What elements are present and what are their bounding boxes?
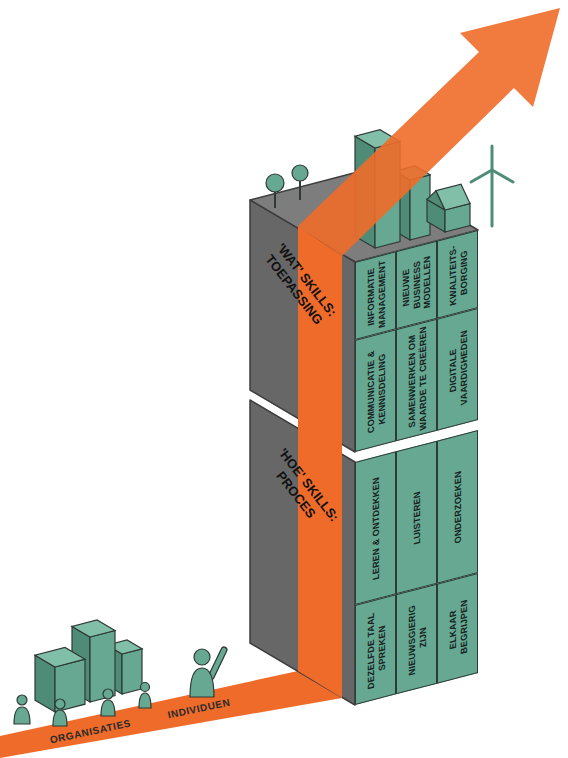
skill-text: DIGITALE VAARDIGHEDEN <box>447 315 468 424</box>
turbine-blade <box>471 170 492 182</box>
ground-label: INDIVIDUEN <box>167 696 232 720</box>
turbine-pole <box>491 170 494 226</box>
skill-text: NIEUWSGIERIG ZIJN <box>406 590 427 687</box>
tree-trunk <box>274 190 276 208</box>
block-heading: 'WAT' SKILLS: TOEPASSING <box>250 228 349 342</box>
skill-cell: LEREN & ONTDEKKEN <box>355 451 396 605</box>
block-face: INFORMATIE MANAGEMENT NIEUWE BUSINESS MOD… <box>355 230 478 452</box>
cell-text-block: DIGITALE VAARDIGHEDEN <box>447 315 468 424</box>
tree-trunk <box>299 181 301 200</box>
cell-text-block: ONDERZOEKEN <box>452 438 463 576</box>
org-building-front <box>122 649 142 694</box>
person-body <box>53 710 67 726</box>
turbine-blade <box>492 170 513 182</box>
skill-block: LEREN & ONTDEKKEN LUISTEREN ONDERZOEKEN DEZ… <box>248 429 480 706</box>
skill-text: SAMENWERKEN OM WAARDE TE CREËREN <box>406 325 427 434</box>
skill-cell: INFORMATIE MANAGEMENT <box>355 251 396 340</box>
skill-cell: COMMUNICATIE & KENNISDELING <box>355 329 396 452</box>
skill-block: INFORMATIE MANAGEMENT NIEUWE BUSINESS MOD… <box>248 165 480 453</box>
skill-text: KWALITEITS- BORGING <box>447 237 468 312</box>
skill-text: LUISTEREN <box>411 449 422 587</box>
growth-arrow <box>298 8 560 256</box>
skill-cell: NIEUWE BUSINESS MODELLEN <box>396 241 437 330</box>
cell-text-block: INFORMATIE MANAGEMENT <box>365 258 386 333</box>
org-building-roof <box>35 647 85 667</box>
skill-cell: NIEUWSGIERIG ZIJN <box>396 584 437 695</box>
cell-text-block: ELKAAR BEGRIJPEN <box>447 580 468 677</box>
cell-text-block: LUISTEREN <box>411 449 422 587</box>
skill-text: NIEUWE BUSINESS MODELLEN <box>401 246 433 324</box>
person-head <box>17 695 27 705</box>
skill-cell: DEZELFDE TAAL SPREKEN <box>355 594 396 705</box>
skill-text: DEZELFDE TAAL SPREKEN <box>365 601 386 698</box>
person-arm <box>211 650 224 677</box>
skill-text: ONDERZOEKEN <box>452 438 463 576</box>
person-body <box>190 668 214 697</box>
cell-text-block: KWALITEITS- BORGING <box>447 237 468 312</box>
cell-text-block: NIEUWE BUSINESS MODELLEN <box>401 246 433 324</box>
org-building-roof <box>72 620 115 637</box>
skill-text: ELKAAR BEGRIJPEN <box>447 580 468 677</box>
cell-text-block: LEREN & ONTDEKKEN <box>370 459 381 597</box>
cell-text-block: COMMUNICATIE & KENNISDELING <box>365 336 386 445</box>
cell-text-block: NIEUWSGIERIG ZIJN <box>406 590 427 687</box>
skill-cell: ELKAAR BEGRIJPEN <box>437 573 478 684</box>
person-head <box>141 683 150 692</box>
skill-text: LEREN & ONTDEKKEN <box>370 459 381 597</box>
block-heading: 'HOE' SKILLS: PROCES <box>252 433 351 547</box>
skill-cell: ONDERZOEKEN <box>437 430 478 584</box>
person-body <box>101 700 115 716</box>
org-building-front <box>55 659 85 712</box>
person-body <box>14 707 30 724</box>
person-head <box>55 699 65 709</box>
org-building-front <box>90 631 115 703</box>
block-face: LEREN & ONTDEKKEN LUISTEREN ONDERZOEKEN DEZ… <box>355 430 478 705</box>
cell-text-block: DEZELFDE TAAL SPREKEN <box>365 601 386 698</box>
skill-text: COMMUNICATIE & KENNISDELING <box>365 336 386 445</box>
turbine-blade <box>491 146 494 170</box>
skill-cell: KWALITEITS- BORGING <box>437 230 478 319</box>
person-arm-outline <box>211 650 224 677</box>
skill-cell: SAMENWERKEN OM WAARDE TE CREËREN <box>396 319 437 442</box>
person-head <box>194 649 210 665</box>
ground-label: ORGANISATIES <box>48 717 131 745</box>
person-head <box>103 689 113 699</box>
cell-text-block: SAMENWERKEN OM WAARDE TE CREËREN <box>406 325 427 434</box>
skill-cell: DIGITALE VAARDIGHEDEN <box>437 308 478 431</box>
skill-text: INFORMATIE MANAGEMENT <box>365 258 386 333</box>
skill-cell: LUISTEREN <box>396 441 437 595</box>
house-roof <box>436 184 470 210</box>
tree-crown <box>266 174 284 192</box>
tree-crown <box>292 165 308 181</box>
person-body <box>139 693 151 708</box>
